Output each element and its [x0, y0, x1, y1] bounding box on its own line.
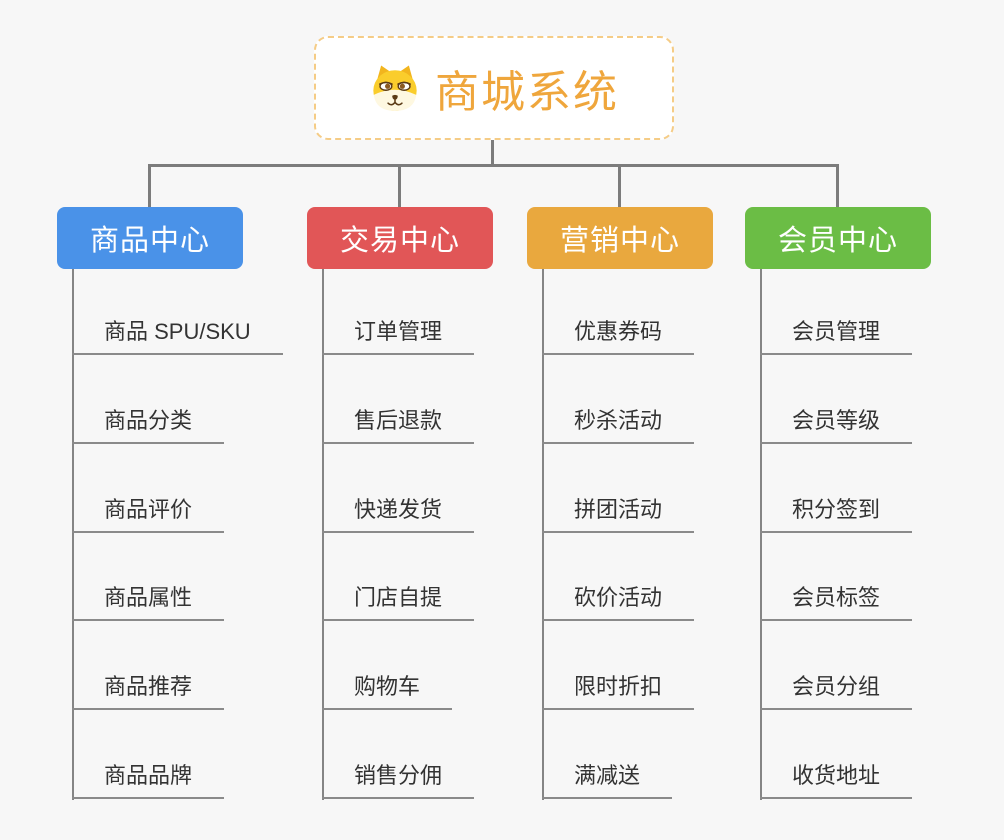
sub-topic-node[interactable]: 会员分组: [760, 669, 913, 710]
sub-topic-node[interactable]: 销售分佣: [322, 758, 475, 799]
branch-node-member-center[interactable]: 会员中心: [745, 207, 931, 269]
branch-node-product-center[interactable]: 商品中心: [57, 207, 243, 269]
branch-trunk-line: [542, 269, 544, 800]
sub-topic-node[interactable]: 拼团活动: [542, 492, 695, 533]
sub-topic-node[interactable]: 优惠券码: [542, 314, 695, 355]
sub-topic-node[interactable]: 快递发货: [322, 492, 475, 533]
sub-topic-node[interactable]: 商品评价: [72, 492, 225, 533]
sub-topic-node[interactable]: 商品属性: [72, 580, 225, 621]
sub-topic-node[interactable]: 收货地址: [760, 758, 913, 799]
sub-topic-node[interactable]: 会员等级: [760, 403, 913, 444]
root-node-title: 商城系统: [435, 68, 619, 117]
sub-topic-node[interactable]: 满减送: [542, 758, 673, 799]
sub-topic-node[interactable]: 商品 SPU/SKU: [72, 314, 283, 355]
sub-topic-node[interactable]: 限时折扣: [542, 669, 695, 710]
sub-topic-node[interactable]: 购物车: [322, 669, 453, 710]
sub-topic-node[interactable]: 会员管理: [760, 314, 913, 355]
sub-topic-node[interactable]: 积分签到: [760, 492, 913, 533]
sub-topic-node[interactable]: 订单管理: [322, 314, 475, 355]
sub-topic-node[interactable]: 秒杀活动: [542, 403, 695, 444]
sub-topic-node[interactable]: 门店自提: [322, 580, 475, 621]
branch-column-product-center: 商品中心 商品 SPU/SKU 商品分类商品评价商品属性商品推荐商品品牌: [57, 207, 283, 807]
sub-topic-node[interactable]: 商品分类: [72, 403, 225, 444]
connector-horizontal-bar: [148, 164, 839, 167]
branch-trunk-line: [322, 269, 324, 800]
dog-face-icon: [373, 65, 417, 111]
branch-node-trade-center[interactable]: 交易中心: [307, 207, 493, 269]
root-node-mall-system[interactable]: 商城系统: [314, 36, 674, 140]
branch-column-trade-center: 交易中心 订单管理售后退款快递发货门店自提购物车销售分佣: [307, 207, 493, 807]
sub-topic-node[interactable]: 商品推荐: [72, 669, 225, 710]
connector-drop-product-center: [148, 164, 151, 208]
sub-topic-node[interactable]: 会员标签: [760, 580, 913, 621]
connector-drop-member-center: [836, 164, 839, 208]
branch-node-marketing-center[interactable]: 营销中心: [527, 207, 713, 269]
sub-topic-node[interactable]: 砍价活动: [542, 580, 695, 621]
branch-trunk-line: [72, 269, 74, 800]
branch-column-member-center: 会员中心 会员管理会员等级积分签到会员标签会员分组收货地址: [745, 207, 931, 807]
branch-trunk-line: [760, 269, 762, 800]
sub-topic-node[interactable]: 售后退款: [322, 403, 475, 444]
connector-drop-trade-center: [398, 164, 401, 208]
connector-root-stem: [491, 139, 494, 166]
connector-drop-marketing-center: [618, 164, 621, 208]
sub-topic-node[interactable]: 商品品牌: [72, 758, 225, 799]
branch-column-marketing-center: 营销中心 优惠券码秒杀活动拼团活动砍价活动限时折扣满减送: [527, 207, 713, 807]
